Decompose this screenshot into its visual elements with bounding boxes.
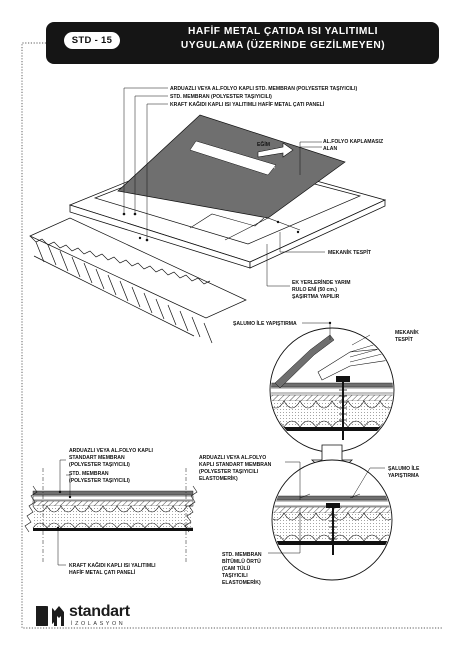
- detail-circle-top: [269, 327, 395, 453]
- logo-subtitle: İZOLASYON: [71, 621, 126, 627]
- label-bot-2: BİTÜMLÜ ÖRTÜ: [222, 558, 261, 565]
- section-leaders: [57, 459, 71, 566]
- label-right-torch-1: ŞALUMO İLE: [388, 465, 420, 472]
- label-bot-1: STD. MEMBRAN: [222, 552, 262, 558]
- roof-isometric: [29, 114, 387, 344]
- label-overlap-3: ŞAŞIRTMA YAPILIR: [292, 294, 340, 300]
- label-detail-mech-2: TESPİT: [395, 336, 414, 343]
- section-view: [24, 468, 198, 562]
- title-line-1: HAFİF METAL ÇATIDA ISI YALITIMLI: [188, 26, 378, 37]
- label-foil-free-2: ALAN: [323, 146, 337, 152]
- label-mid-2: KAPLI STANDART MEMBRAN: [199, 462, 272, 468]
- label-std-membrane: STD. MEMBRAN (POLYESTER TAŞIYICILI): [170, 94, 272, 100]
- label-bot-5: ELASTOMERİK): [222, 579, 261, 586]
- label-kraft-panel: KRAFT KAĞIDI KAPLI ISI YALITIMLI HAFİF M…: [170, 100, 325, 108]
- label-section-a-1: ARDUAZLI VEYA AL.FOLYO KAPLI: [69, 448, 153, 454]
- company-logo-mark: [36, 606, 64, 626]
- page-title: HAFİF METAL ÇATIDA ISI YALITIMLI UYGULAM…: [133, 25, 433, 52]
- label-bot-4: TAŞIYICILI: [222, 573, 248, 579]
- standard-code-badge: STD - 15: [64, 32, 120, 49]
- label-detail-mech-1: MEKANİK: [395, 329, 419, 336]
- detail-bottom-leaders: [268, 461, 385, 554]
- label-section-a-2: STANDART MEMBRAN: [69, 455, 125, 461]
- page-frame: [21, 42, 443, 629]
- roof-leader-lines: [123, 87, 325, 287]
- label-overlap-1: EK YERLERİNDE YARIM: [292, 279, 351, 286]
- label-foil-free-1: AL.FOLYO KAPLAMASIZ: [323, 139, 383, 145]
- label-section-a-3: (POLYESTER TAŞIYICILI): [69, 462, 130, 468]
- label-torch-bonding: ŞALUMO İLE YAPIŞTIRMA: [233, 320, 297, 327]
- label-mech-fix: MEKANİK TESPİT: [328, 249, 372, 256]
- label-slope: EĞİM: [257, 140, 270, 148]
- label-overlap-2: RULO ENİ (50 cm.): [292, 286, 337, 293]
- detail-circle-bottom: [271, 459, 393, 581]
- title-line-2: UYGULAMA (ÜZERİNDE GEZİLMEYEN): [180, 39, 386, 51]
- logo-wordmark: standart: [69, 603, 130, 620]
- top-membrane: [117, 114, 346, 219]
- label-mid-1: ARDUAZLI VEYA AL.FOLYO: [199, 455, 266, 461]
- label-right-torch-2: YAPIŞTIRMA: [388, 473, 419, 479]
- label-bot-3: (CAM TÜLÜ: [222, 565, 251, 572]
- label-section-b-1: STD. MEMBRAN: [69, 471, 109, 477]
- label-section-c-1: KRAFT KAĞIDI KAPLI ISI YALITIMLI: [69, 561, 156, 569]
- label-mid-4: ELASTOMERİK): [199, 475, 238, 482]
- slope-arrow: [257, 142, 294, 158]
- label-section-c-2: HAFİF METAL ÇATI PANELİ: [69, 569, 136, 576]
- label-mid-3: (POLYESTER TAŞIYICILI: [199, 469, 259, 475]
- corrugated-panel: [29, 217, 247, 344]
- label-section-b-2: (POLYESTER TAŞIYICILI): [69, 478, 130, 484]
- label-slate-membrane: ARDUAZLI VEYA AL.FOLYO KAPLI STD. MEMBRA…: [170, 86, 357, 92]
